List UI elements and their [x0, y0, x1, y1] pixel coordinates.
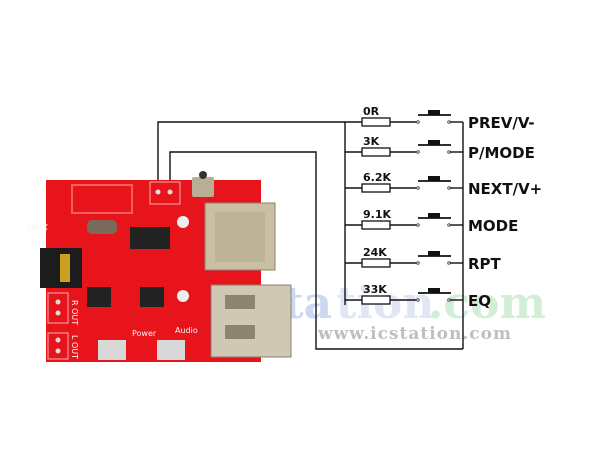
audio-label: Audio: [175, 326, 198, 335]
button-row: 9.1K MODE: [345, 208, 518, 235]
push-button-switch: [418, 140, 451, 146]
amp-chip-1: [87, 287, 111, 307]
resistor-value: 3K: [363, 135, 380, 148]
l-out-label: L OUT: [70, 335, 79, 359]
resistor: [361, 147, 391, 157]
antenna-trace: [71, 184, 133, 214]
push-button-switch: [418, 213, 451, 219]
power-label: Power: [132, 329, 157, 338]
board-model: XY-BT: [25, 222, 48, 231]
connector-header: [149, 181, 181, 205]
button-row: 33K EQ: [345, 283, 491, 310]
micro-usb-audio: [157, 340, 185, 360]
watermark-brand-right: .com: [428, 278, 546, 329]
bluetooth-board: XY-BT R OUT L OUT Power Audio: [25, 171, 292, 362]
amp-chip-2: [140, 287, 164, 307]
button-switch: [192, 177, 214, 197]
resistor: [361, 117, 391, 127]
resistor: [361, 258, 391, 268]
main-chip: [130, 227, 170, 249]
wire-signal: [157, 121, 345, 188]
wire-ground: [169, 151, 463, 350]
button-function-label: NEXT/V+: [468, 180, 542, 198]
button-function-label: RPT: [468, 255, 502, 273]
resistor: [361, 183, 391, 193]
button-row: 3K P/MODE: [345, 135, 535, 162]
push-button-switch: [418, 251, 451, 257]
resistor: [361, 295, 391, 305]
push-button-switch: [418, 176, 451, 182]
resistor-value: 33K: [363, 283, 387, 296]
r-out-label: R OUT: [70, 300, 79, 325]
button-row: 6.2K NEXT/V+: [345, 171, 542, 198]
resistor-value: 24K: [363, 246, 387, 259]
button-row: 0R PREV/V-: [345, 105, 535, 132]
button-function-label: MODE: [468, 217, 518, 235]
push-button-switch: [418, 110, 451, 116]
resistor: [361, 220, 391, 230]
crystal: [87, 220, 117, 234]
watermark-url: www.icstation.com: [317, 324, 512, 344]
button-row: 24K RPT: [345, 246, 502, 273]
resistor-value: 6.2K: [363, 171, 391, 184]
micro-usb-power: [98, 340, 126, 360]
push-button-switch: [418, 288, 451, 294]
button-function-label: EQ: [468, 292, 491, 310]
button-function-label: PREV/V-: [468, 114, 535, 132]
resistor-value: 9.1K: [363, 208, 391, 221]
resistor-value: 0R: [363, 105, 380, 118]
button-function-label: P/MODE: [468, 144, 535, 162]
